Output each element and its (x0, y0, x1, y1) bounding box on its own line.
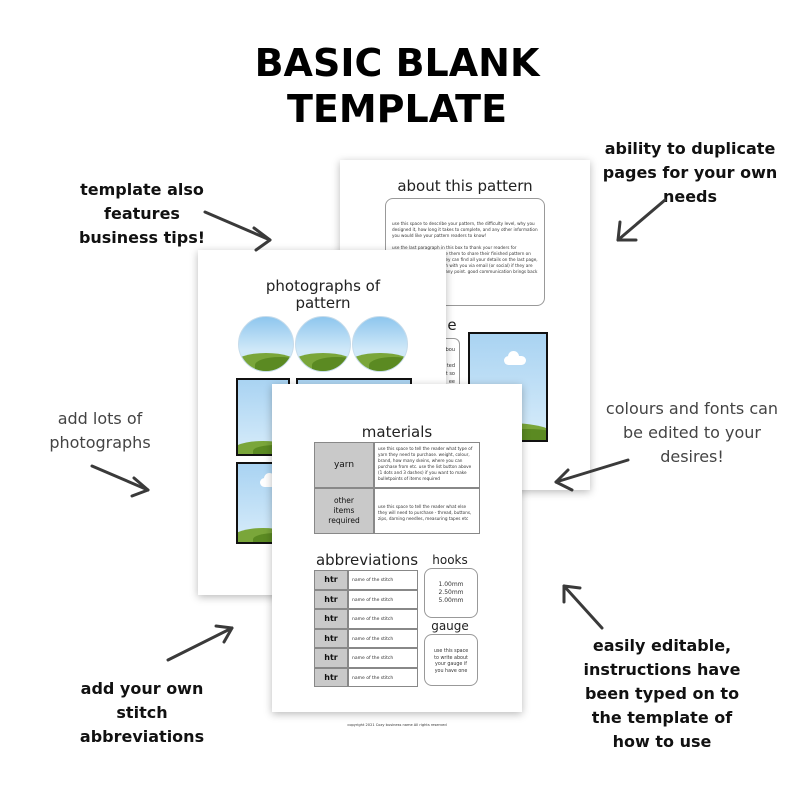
arrow-icon (90, 464, 150, 498)
callout-line: add lots of (57, 409, 143, 428)
callout-business-tips: template also features business tips! (62, 178, 222, 250)
other-items-label-cell (314, 488, 374, 534)
callout-line: colours and fonts can (605, 399, 779, 418)
arrow-icon (562, 584, 604, 630)
cloud-icon (260, 473, 282, 487)
cloud-icon (504, 351, 526, 365)
abbreviation-value-cell (348, 667, 418, 687)
callout-line: the template of (591, 708, 733, 727)
abbreviation-key-cell (314, 648, 348, 668)
callout-line: how to use (612, 732, 712, 751)
callout-duplicate: ability to duplicate pages for your own … (590, 137, 790, 209)
callout-editable: easily editable, instructions have been … (562, 634, 762, 754)
callout-line: been typed on to (584, 684, 740, 703)
abbreviation-key-cell (314, 628, 348, 648)
abbreviation-key-cell (314, 570, 348, 590)
grass-shape (312, 356, 350, 371)
abbreviation-value: name of the stitch (352, 597, 394, 603)
callout-line: pages for your own (602, 163, 778, 182)
yarn-label: yarn (333, 460, 355, 470)
partial-heading: e (447, 316, 457, 334)
callout-line: photographs (49, 433, 151, 452)
abbreviation-value: name of the stitch (352, 636, 394, 642)
abbreviation-key: htr (324, 594, 338, 604)
copyright-footer: copyright 2021 Cozy business name All ri… (347, 723, 447, 727)
abbreviation-key: htr (324, 633, 338, 643)
side-fragment-5: ee (448, 379, 455, 385)
abbreviation-key: htr (324, 614, 338, 623)
callout-line: business tips! (78, 228, 206, 247)
abbreviation-value-cell (348, 648, 418, 668)
callout-line: features (104, 204, 180, 223)
photographs-title: photographs of pattern (265, 277, 381, 312)
other-items-label: other items required (328, 496, 360, 525)
callout-line: easily editable, (592, 636, 732, 655)
hook-size-3: 5.00mm (438, 597, 464, 604)
abbreviation-key: htr (324, 672, 338, 682)
callout-colours: colours and fonts can be edited to your … (594, 397, 790, 469)
grass-shape (253, 532, 288, 542)
hook-size-1: 1.00mm (438, 581, 464, 588)
photo-circle-2 (295, 316, 351, 372)
gauge-box: use this space to write about your gauge… (424, 634, 478, 686)
arrow-icon (203, 210, 272, 252)
abbreviation-value: name of the stitch (352, 675, 394, 681)
abbreviation-key-cell (314, 609, 348, 629)
abbreviation-key: htr (324, 653, 338, 662)
abbreviations-title: abbreviations (315, 551, 419, 569)
yarn-label-cell (314, 442, 374, 488)
gauge-title: gauge (431, 619, 469, 633)
hook-size-2: 2.50mm (438, 589, 464, 596)
abbreviation-key-cell (314, 589, 348, 609)
photo-circle-3 (352, 316, 408, 372)
materials-page: materials yarn use this space to tell th… (272, 384, 522, 727)
about-pattern-text1: use this space to describe your pattern,… (392, 221, 538, 238)
grass-shape (255, 356, 293, 371)
page-title-line1: BASIC BLANK (254, 41, 540, 85)
callout-line: instructions have (583, 660, 741, 679)
side-fragment-1: bou (445, 347, 455, 353)
yarn-text-cell (374, 442, 480, 488)
yarn-text: use this space to tell the reader what t… (378, 446, 473, 481)
side-fragment-3: ted (446, 363, 455, 369)
abbreviation-value-cell (348, 589, 418, 609)
abbreviation-value-cell (348, 609, 418, 629)
callout-photographs: add lots of photographs (30, 407, 170, 455)
callout-line: add your own (80, 679, 204, 698)
callout-line: needs (662, 187, 718, 206)
callout-line: abbreviations (79, 727, 205, 746)
abbreviation-value: name of the stitch (352, 617, 394, 622)
callout-line: desires! (660, 447, 724, 466)
callout-line: template also (80, 180, 204, 199)
gauge-text: use this space to write about your gauge… (433, 649, 469, 674)
hooks-box: 1.00mm 2.50mm 5.00mm (424, 568, 478, 618)
abbreviation-key-cell (314, 667, 348, 687)
abbreviation-value: name of the stitch (352, 656, 394, 661)
abbreviation-key: htr (324, 575, 338, 584)
callout-line: ability to duplicate (604, 139, 776, 158)
page-title-line2: TEMPLATE (286, 87, 508, 131)
arrow-icon (166, 624, 234, 662)
other-items-text: use this space to tell the reader what e… (378, 504, 472, 521)
callout-line: be edited to your (622, 423, 761, 442)
grass-shape (253, 445, 288, 454)
abbreviation-value-cell (348, 570, 418, 590)
materials-title: materials (361, 423, 433, 441)
arrow-icon (616, 198, 667, 242)
side-fragment-4: it so (444, 371, 455, 377)
other-items-text-cell (374, 488, 480, 534)
grass-shape (369, 356, 407, 371)
hooks-title: hooks (432, 553, 468, 567)
about-pattern-title: about this pattern (397, 177, 533, 195)
abbreviation-value-cell (348, 628, 418, 648)
abbreviation-value: name of the stitch (352, 578, 394, 583)
photo-circle-1 (238, 316, 294, 372)
arrow-icon (554, 458, 630, 492)
callout-line: stitch (116, 703, 168, 722)
callout-abbreviations: add your own stitch abbreviations (62, 677, 222, 749)
